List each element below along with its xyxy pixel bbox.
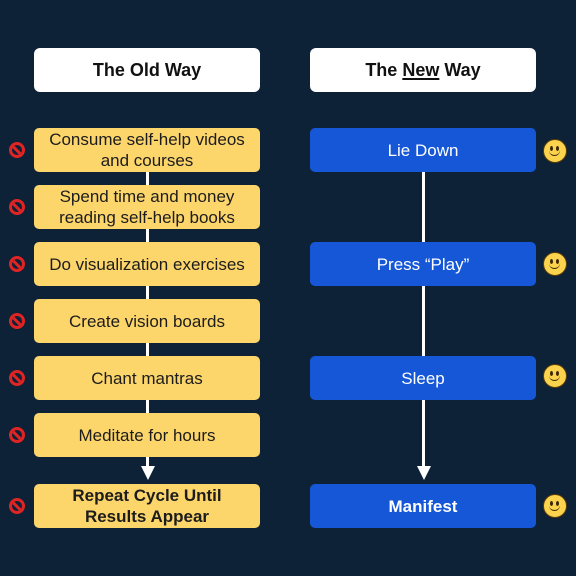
new-step-1: Lie Down bbox=[310, 128, 536, 172]
old-step-5: Chant mantras bbox=[34, 356, 260, 400]
new-step-3: Sleep bbox=[310, 356, 536, 400]
no-entry-icon bbox=[9, 142, 25, 158]
old-step-4: Create vision boards bbox=[34, 299, 260, 343]
old-step-3: Do visualization exercises bbox=[34, 242, 260, 286]
old-step-2: Spend time and money reading self-help b… bbox=[34, 185, 260, 229]
smiley-face-icon bbox=[543, 139, 567, 163]
no-entry-icon bbox=[9, 313, 25, 329]
old-step-7: Repeat Cycle Until Results Appear bbox=[34, 484, 260, 528]
smiley-face-icon bbox=[543, 494, 567, 518]
smiley-face-icon bbox=[543, 364, 567, 388]
new-way-arrowhead bbox=[416, 466, 431, 480]
old-step-6: Meditate for hours bbox=[34, 413, 260, 457]
old-way-header: The Old Way bbox=[34, 48, 260, 92]
old-step-1: Consume self-help videos and courses bbox=[34, 128, 260, 172]
no-entry-icon bbox=[9, 199, 25, 215]
old-way-arrowhead bbox=[140, 466, 155, 480]
smiley-face-icon bbox=[543, 252, 567, 276]
no-entry-icon bbox=[9, 427, 25, 443]
new-step-4: Manifest bbox=[310, 484, 536, 528]
new-step-2: Press “Play” bbox=[310, 242, 536, 286]
no-entry-icon bbox=[9, 370, 25, 386]
no-entry-icon bbox=[9, 256, 25, 272]
no-entry-icon bbox=[9, 498, 25, 514]
new-way-connector bbox=[422, 150, 425, 466]
new-way-title: The New Way bbox=[365, 59, 481, 80]
old-way-title: The Old Way bbox=[92, 59, 202, 80]
new-way-header: The New Way bbox=[310, 48, 536, 92]
